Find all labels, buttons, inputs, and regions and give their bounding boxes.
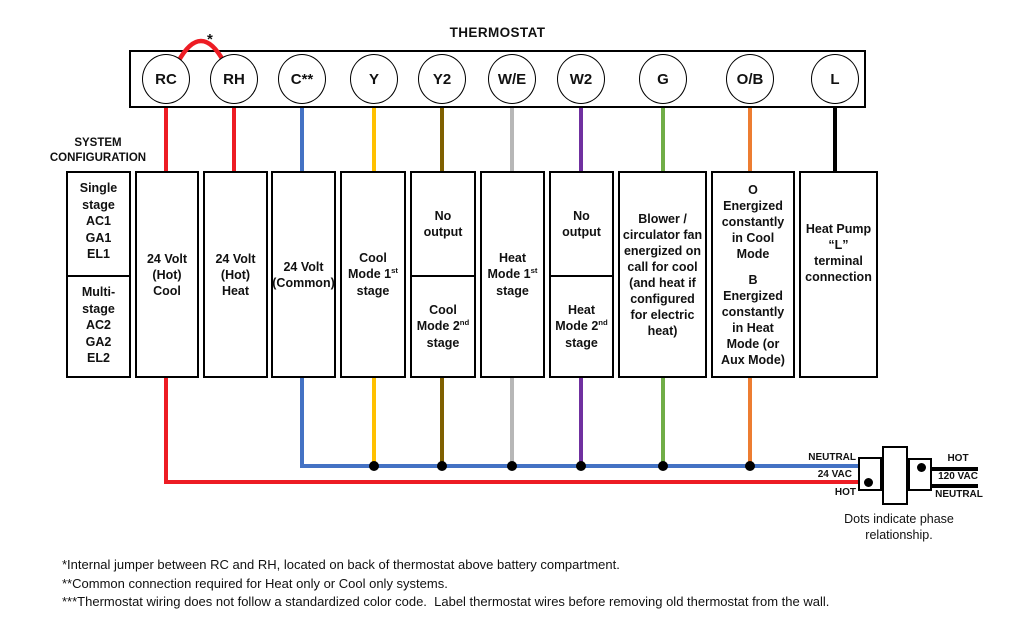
phase-caption: Dots indicate phase relationship. — [844, 512, 954, 543]
wire-g-top — [661, 108, 665, 171]
system-configuration-label: SYSTEM CONFIGURATION — [49, 137, 147, 164]
terminal-rh: RH — [210, 54, 258, 104]
terminal-w2-label: W2 — [569, 70, 593, 88]
table-col-l: Heat Pump “L” terminal connection — [799, 171, 878, 378]
terminal-ob: O/B — [726, 54, 774, 104]
y2-no-output-cell: No output — [412, 173, 474, 277]
wire-y-top — [372, 108, 376, 171]
table-col-g: Blower / circulator fan energized on cal… — [618, 171, 707, 378]
terminal-g-label: G — [657, 70, 669, 88]
footnotes: *Internal jumper between RC and RH, loca… — [62, 556, 829, 612]
terminal-y2-label: Y2 — [432, 70, 452, 88]
terminal-y2: Y2 — [418, 54, 466, 104]
terminal-we: W/E — [488, 54, 536, 104]
phase-dot-24v — [864, 478, 873, 487]
junction-dot-ob — [745, 461, 755, 471]
24vac-label: 24 VAC — [817, 469, 852, 480]
footnote-common: **Common connection required for Heat on… — [62, 575, 448, 591]
wire-y2-top — [440, 108, 444, 171]
table-col-w2: No output Heat Mode 2nd stage — [549, 171, 614, 378]
wire-l-top — [833, 108, 837, 171]
wire-c-bottom — [300, 378, 304, 468]
hot-bus-wire — [164, 480, 858, 484]
wire-ob-bottom — [748, 378, 752, 466]
neutral-120v-label: NEUTRAL — [935, 489, 983, 500]
wire-w2-bottom — [579, 378, 583, 466]
table-col-system-config: Single stage AC1 GA1 EL1 Multi-stage AC2… — [66, 171, 131, 378]
terminal-c: C** — [278, 54, 326, 104]
120vac-label: 120 VAC — [938, 471, 978, 482]
wire-rc-bottom — [164, 378, 168, 484]
table-col-c: 24 Volt (Common) — [271, 171, 336, 378]
junction-dot-g — [658, 461, 668, 471]
footnote-color-code: ***Thermostat wiring does not follow a s… — [62, 594, 830, 609]
multi-stage-item: AC2 — [85, 318, 111, 332]
w2-stage2-cell: Heat Mode 2nd stage — [555, 303, 608, 350]
y2-stage2-cell: Cool Mode 2nd stage — [416, 303, 470, 350]
y-description: Cool Mode 1st stage — [348, 251, 398, 298]
hot-24v-label: HOT — [834, 487, 856, 498]
phase-dot-120v — [917, 463, 926, 472]
transformer-core — [882, 446, 908, 505]
multi-stage-title: Multi-stage — [81, 285, 116, 316]
wire-rc-top — [164, 108, 168, 171]
l-description: Heat Pump “L” terminal connection — [805, 221, 872, 284]
terminal-y: Y — [350, 54, 398, 104]
w2-no-output-cell: No output — [551, 173, 612, 277]
wire-y-bottom — [372, 378, 376, 466]
terminal-l-label: L — [830, 70, 840, 88]
rc-description: 24 Volt (Hot) Cool — [146, 251, 188, 298]
table-col-we: Heat Mode 1st stage — [480, 171, 545, 378]
table-col-rh: 24 Volt (Hot) Heat — [203, 171, 268, 378]
neutral-120v-wire — [932, 484, 978, 488]
diagram-title: THERMOSTAT — [449, 25, 546, 40]
terminal-l: L — [811, 54, 859, 104]
terminal-we-label: W/E — [497, 70, 527, 88]
c-description: 24 Volt (Common) — [272, 259, 335, 290]
wire-rh-top — [232, 108, 236, 171]
table-col-y2: No output Cool Mode 2nd stage — [410, 171, 476, 378]
junction-dot-we — [507, 461, 517, 471]
wire-ob-top — [748, 108, 752, 171]
single-stage-cell: Single stage AC1 GA1 EL1 — [68, 173, 129, 277]
g-description: Blower / circulator fan energized on cal… — [622, 211, 703, 338]
wire-c-top — [300, 108, 304, 171]
single-stage-item: AC1 — [85, 214, 111, 228]
junction-dot-y2 — [437, 461, 447, 471]
terminal-c-label: C** — [290, 70, 314, 88]
wire-w2-top — [579, 108, 583, 171]
rh-description: 24 Volt (Hot) Heat — [215, 251, 256, 298]
junction-dot-y — [369, 461, 379, 471]
wire-y2-bottom — [440, 378, 444, 466]
single-stage-title: Single stage — [79, 181, 118, 212]
terminal-rc-label: RC — [155, 70, 177, 88]
terminal-rc: RC — [142, 54, 190, 104]
terminal-rh-label: RH — [223, 70, 245, 88]
hot-120v-label: HOT — [947, 453, 969, 464]
table-col-y: Cool Mode 1st stage — [340, 171, 406, 378]
wire-g-bottom — [661, 378, 665, 466]
terminal-w2: W2 — [557, 54, 605, 104]
multi-stage-item: EL2 — [87, 351, 110, 365]
wire-we-bottom — [510, 378, 514, 466]
single-stage-item: EL1 — [87, 247, 110, 261]
terminal-ob-label: O/B — [736, 70, 764, 88]
terminal-y-label: Y — [368, 70, 379, 88]
single-stage-item: GA1 — [85, 230, 112, 245]
neutral-24v-label: NEUTRAL — [808, 452, 856, 463]
ob-description: O Energized constantly in Cool Mode B En… — [721, 182, 785, 367]
junction-dot-w2 — [576, 461, 586, 471]
jumper-asterisk: * — [207, 31, 213, 48]
table-col-ob: O Energized constantly in Cool Mode B En… — [711, 171, 795, 378]
multi-stage-cell: Multi-stage AC2 GA2 EL2 — [68, 277, 129, 376]
we-description: Heat Mode 1st stage — [487, 251, 538, 298]
table-col-rc: 24 Volt (Hot) Cool — [135, 171, 199, 378]
terminal-g: G — [639, 54, 687, 104]
wire-we-top — [510, 108, 514, 171]
footnote-jumper: *Internal jumper between RC and RH, loca… — [62, 557, 620, 572]
hot-120v-wire — [932, 467, 978, 471]
multi-stage-item: GA2 — [85, 334, 112, 349]
rc-rh-jumper-wire — [175, 39, 227, 65]
